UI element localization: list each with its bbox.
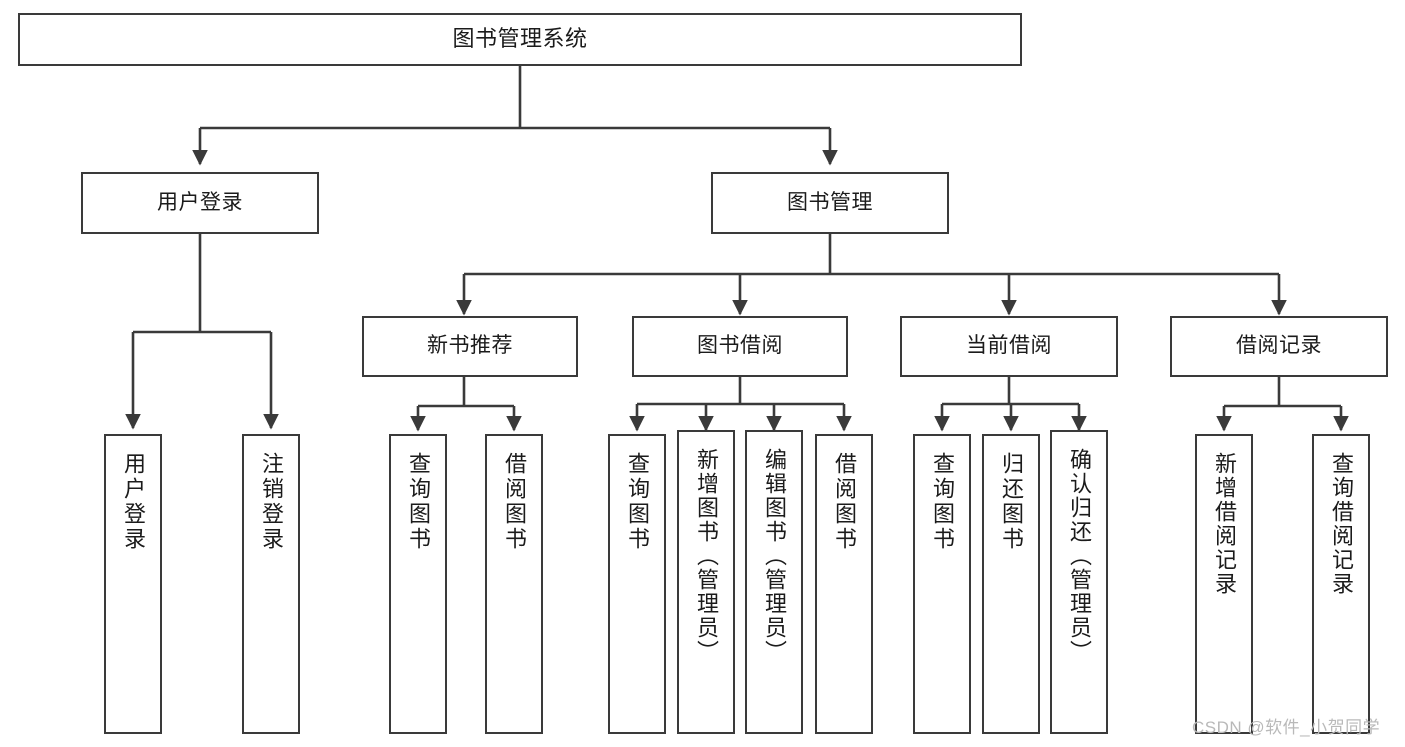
node-root-system[interactable]: 图书管理系统 — [18, 13, 1022, 66]
node-label: 新增图书（管理员） — [694, 448, 719, 664]
node-label: 当前借阅 — [966, 334, 1052, 358]
node-label: 新增借阅记录 — [1212, 452, 1237, 596]
leaf-edit-book[interactable]: 编辑图书（管理员） — [745, 430, 803, 734]
node-label: 查询图书 — [930, 452, 955, 552]
node-label: 编辑图书（管理员） — [762, 448, 787, 664]
node-label: 确认归还（管理员） — [1067, 448, 1092, 664]
leaf-query-book-3[interactable]: 查询图书 — [913, 434, 971, 734]
node-book-management[interactable]: 图书管理 — [711, 172, 949, 234]
leaf-user-login[interactable]: 用户登录 — [104, 434, 162, 734]
node-label: 借阅图书 — [832, 452, 857, 552]
leaf-query-book-2[interactable]: 查询图书 — [608, 434, 666, 734]
node-label: 用户登录 — [121, 452, 146, 552]
leaf-query-book-1[interactable]: 查询图书 — [389, 434, 447, 734]
node-label: 查询图书 — [406, 452, 431, 552]
leaf-logout-login[interactable]: 注销登录 — [242, 434, 300, 734]
node-label: 借阅图书 — [502, 452, 527, 552]
node-label: 新书推荐 — [427, 334, 513, 358]
node-current-borrow[interactable]: 当前借阅 — [900, 316, 1118, 377]
node-borrow-record[interactable]: 借阅记录 — [1170, 316, 1388, 377]
leaf-query-borrow-record[interactable]: 查询借阅记录 — [1312, 434, 1370, 734]
node-label: 图书管理 — [787, 190, 873, 214]
leaf-add-book[interactable]: 新增图书（管理员） — [677, 430, 735, 734]
node-label: 图书借阅 — [697, 334, 783, 358]
node-label: 查询借阅记录 — [1329, 452, 1354, 596]
node-label: 借阅记录 — [1236, 334, 1322, 358]
leaf-add-borrow-record[interactable]: 新增借阅记录 — [1195, 434, 1253, 734]
node-new-book-recommend[interactable]: 新书推荐 — [362, 316, 578, 377]
node-label: 注销登录 — [259, 452, 284, 552]
leaf-confirm-return[interactable]: 确认归还（管理员） — [1050, 430, 1108, 734]
leaf-borrow-book-2[interactable]: 借阅图书 — [815, 434, 873, 734]
leaf-borrow-book-1[interactable]: 借阅图书 — [485, 434, 543, 734]
node-book-borrow[interactable]: 图书借阅 — [632, 316, 848, 377]
node-label: 图书管理系统 — [452, 26, 588, 52]
node-user-login[interactable]: 用户登录 — [81, 172, 319, 234]
leaf-return-book[interactable]: 归还图书 — [982, 434, 1040, 734]
node-label: 归还图书 — [999, 452, 1024, 552]
node-label: 用户登录 — [157, 190, 243, 214]
node-label: 查询图书 — [625, 452, 650, 552]
